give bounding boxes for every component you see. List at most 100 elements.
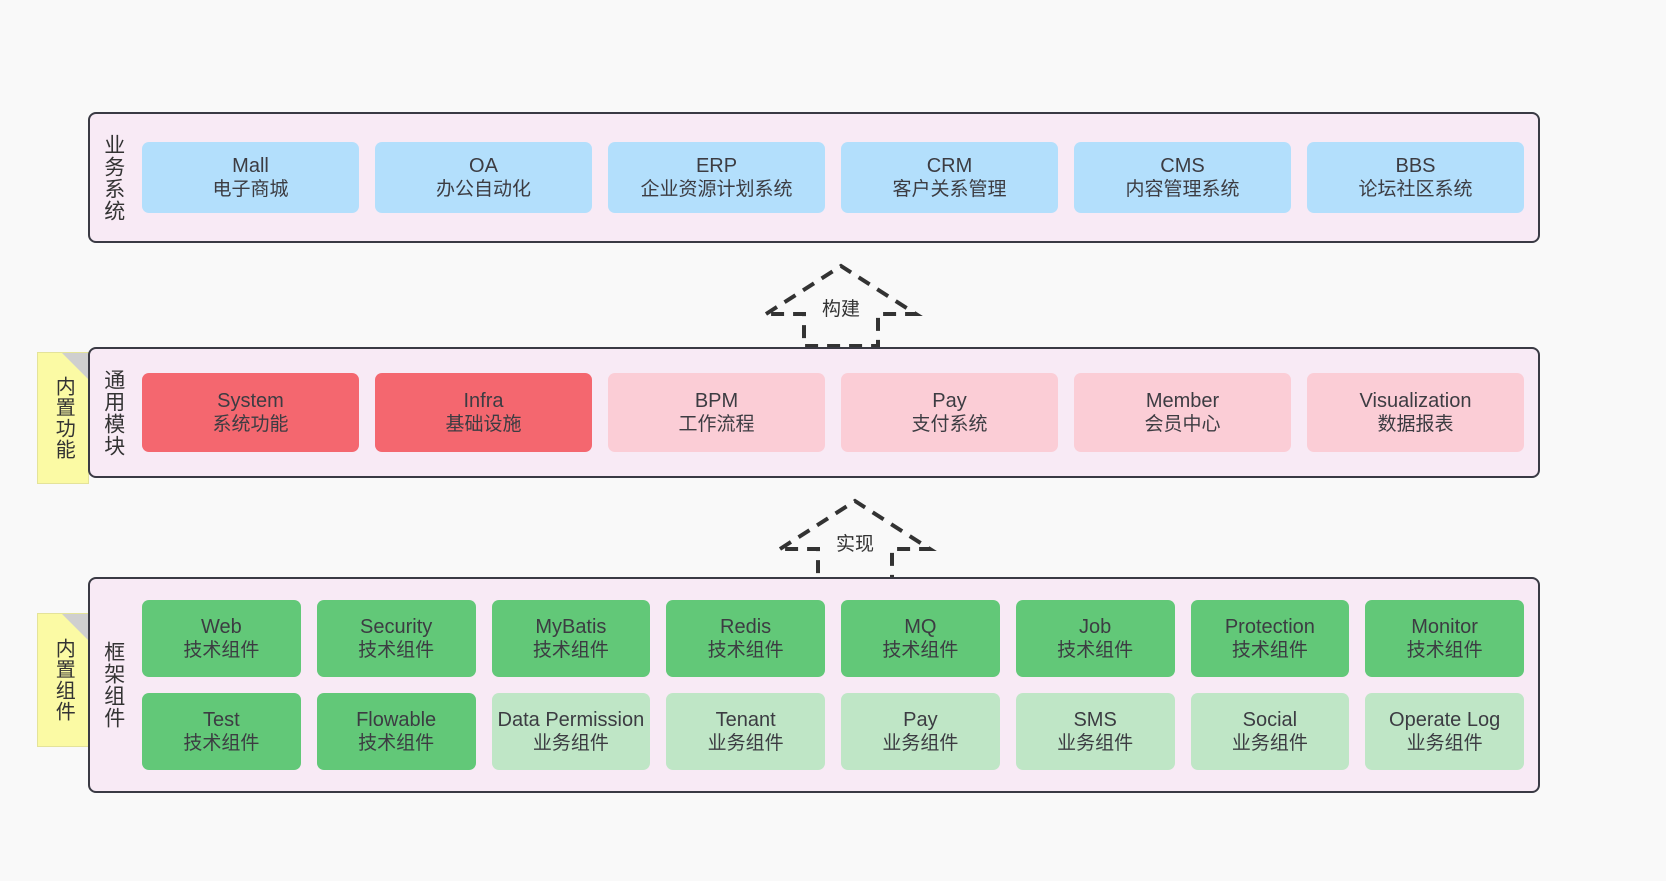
node-operate-log[interactable]: Operate Log 业务组件 [1365,693,1524,770]
node-web[interactable]: Web 技术组件 [142,600,301,677]
node-protection-subtitle: 技术组件 [1231,640,1308,662]
node-test[interactable]: Test 技术组件 [142,693,301,770]
node-redis-subtitle: 技术组件 [707,640,784,662]
node-social-title: Social [1242,708,1298,731]
node-bpm-subtitle: 工作流程 [678,414,755,436]
node-mq-subtitle: 技术组件 [882,640,959,662]
node-mq[interactable]: MQ 技术组件 [841,600,1000,677]
node-oa-subtitle: 办公自动化 [435,179,531,201]
arrow-implement: 实现 [770,493,940,583]
layer-common-modules: 通用模块 System 系统功能 Infra 基础设施 BPM 工作流程 Pay… [88,347,1540,478]
node-pay-module-subtitle: 支付系统 [911,414,988,436]
node-cms-subtitle: 内容管理系统 [1125,179,1240,201]
node-mybatis-title: MyBatis [535,615,607,638]
layer-common-body: System 系统功能 Infra 基础设施 BPM 工作流程 Pay 支付系统… [136,349,1538,476]
node-system-title: System [217,389,284,412]
note-builtin-features: 内置功能 [37,352,89,484]
node-visualization-title: Visualization [1359,389,1472,412]
node-redis[interactable]: Redis 技术组件 [666,600,825,677]
node-tenant[interactable]: Tenant 业务组件 [666,693,825,770]
node-web-title: Web [200,615,242,638]
node-social[interactable]: Social 业务组件 [1190,693,1350,770]
node-member[interactable]: Member 会员中心 [1074,373,1291,452]
node-security-title: Security [360,615,433,638]
node-data-permission[interactable]: Data Permission 业务组件 [491,693,651,770]
node-cms[interactable]: CMS 内容管理系统 [1074,142,1291,213]
arrow-build-icon [759,263,923,348]
node-infra-title: Infra [463,389,504,412]
node-test-title: Test [203,708,240,731]
node-flowable-subtitle: 技术组件 [358,733,435,755]
node-oa[interactable]: OA 办公自动化 [375,142,592,213]
node-pay-module[interactable]: Pay 支付系统 [841,373,1058,452]
node-erp-title: ERP [695,154,738,177]
layer-common-title: 通用模块 [101,368,125,457]
node-mybatis[interactable]: MyBatis 技术组件 [491,600,651,677]
node-pay-component-title: Pay [903,708,938,731]
node-infra-subtitle: 基础设施 [445,414,522,436]
node-flowable[interactable]: Flowable 技术组件 [316,693,476,770]
node-pay-component[interactable]: Pay 业务组件 [841,693,1000,770]
common-node-row: System 系统功能 Infra 基础设施 BPM 工作流程 Pay 支付系统… [142,373,1524,452]
node-monitor[interactable]: Monitor 技术组件 [1365,600,1524,677]
node-bpm[interactable]: BPM 工作流程 [608,373,825,452]
node-sms-title: SMS [1073,708,1117,731]
arrow-build: 构建 [756,258,926,348]
node-data-permission-subtitle: 业务组件 [532,733,609,755]
node-visualization[interactable]: Visualization 数据报表 [1307,373,1524,452]
node-oa-title: OA [469,154,498,177]
node-system[interactable]: System 系统功能 [142,373,359,452]
arrow-build-label: 构建 [821,299,860,320]
layer-business-systems: 业务系统 Mall 电子商城 OA 办公自动化 ERP 企业资源计划系统 CRM… [88,112,1540,243]
node-mall[interactable]: Mall 电子商城 [142,142,359,213]
note-fold-icon [62,614,88,640]
node-member-title: Member [1145,389,1220,412]
node-mall-subtitle: 电子商城 [212,179,289,201]
node-infra[interactable]: Infra 基础设施 [375,373,592,452]
node-crm-subtitle: 客户关系管理 [892,179,1007,201]
node-flowable-title: Flowable [356,708,437,731]
node-crm[interactable]: CRM 客户关系管理 [841,142,1058,213]
layer-business-title: 业务系统 [101,133,125,222]
node-protection-title: Protection [1224,615,1315,638]
node-operate-log-title: Operate Log [1389,708,1501,731]
node-visualization-subtitle: 数据报表 [1377,414,1454,436]
node-monitor-title: Monitor [1411,615,1478,638]
business-node-row: Mall 电子商城 OA 办公自动化 ERP 企业资源计划系统 CRM 客户关系… [142,142,1524,213]
arrow-implement-label: 实现 [835,534,874,555]
node-pay-module-title: Pay [932,389,967,412]
node-erp-subtitle: 企业资源计划系统 [640,179,793,201]
node-social-subtitle: 业务组件 [1231,733,1308,755]
node-mq-title: MQ [904,615,937,638]
note-builtin-features-label: 内置功能 [52,376,75,460]
node-job-subtitle: 技术组件 [1057,640,1134,662]
node-mall-title: Mall [232,154,269,177]
node-web-subtitle: 技术组件 [183,640,260,662]
node-bbs-title: BBS [1395,154,1436,177]
node-member-subtitle: 会员中心 [1144,414,1221,436]
node-redis-title: Redis [720,615,772,638]
framework-node-row-1: Web 技术组件 Security 技术组件 MyBatis 技术组件 Redi… [142,600,1524,677]
node-system-subtitle: 系统功能 [212,414,289,436]
node-erp[interactable]: ERP 企业资源计划系统 [608,142,825,213]
node-tenant-title: Tenant [715,708,776,731]
layer-business-body: Mall 电子商城 OA 办公自动化 ERP 企业资源计划系统 CRM 客户关系… [136,114,1538,241]
node-security[interactable]: Security 技术组件 [316,600,476,677]
node-protection[interactable]: Protection 技术组件 [1190,600,1350,677]
node-operate-log-subtitle: 业务组件 [1406,733,1483,755]
node-security-subtitle: 技术组件 [358,640,435,662]
node-bpm-title: BPM [694,389,739,412]
node-sms-subtitle: 业务组件 [1057,733,1134,755]
node-bbs[interactable]: BBS 论坛社区系统 [1307,142,1524,213]
framework-node-row-2: Test 技术组件 Flowable 技术组件 Data Permission … [142,693,1524,770]
node-bbs-subtitle: 论坛社区系统 [1358,179,1473,201]
node-job[interactable]: Job 技术组件 [1015,600,1175,677]
node-pay-component-subtitle: 业务组件 [882,733,959,755]
layer-framework-title: 框架组件 [101,641,125,729]
node-job-title: Job [1079,615,1112,638]
note-fold-icon [62,353,88,379]
layer-framework-body: Web 技术组件 Security 技术组件 MyBatis 技术组件 Redi… [136,579,1538,791]
node-sms[interactable]: SMS 业务组件 [1015,693,1175,770]
node-crm-title: CRM [926,154,973,177]
node-data-permission-title: Data Permission [497,708,645,731]
